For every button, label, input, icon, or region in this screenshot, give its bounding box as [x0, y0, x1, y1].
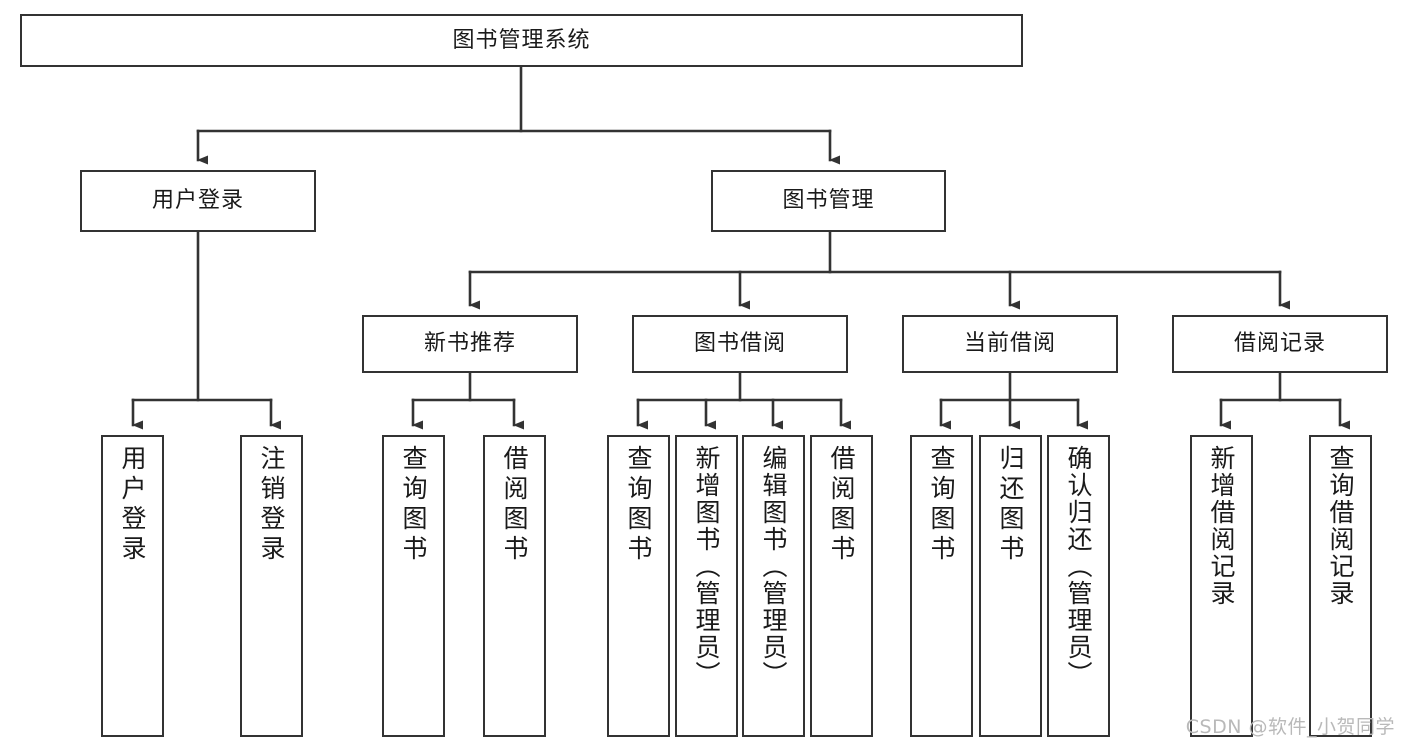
watermark: CSDN @软件_小贺同学 [1185, 716, 1395, 738]
leaf-add-book-admin[interactable]: 新增图书（管理员） [675, 435, 738, 737]
leaf-borrow-book-label: 借阅图书 [827, 445, 856, 565]
leaf-query-book-recommend[interactable]: 查询图书 [382, 435, 445, 737]
leaf-edit-book-admin[interactable]: 编辑图书（管理员） [742, 435, 805, 737]
leaf-query-borrow-record[interactable]: 查询借阅记录 [1309, 435, 1372, 737]
node-new-book-recommend[interactable]: 新书推荐 [362, 315, 578, 373]
leaf-logout-label: 注销登录 [257, 445, 286, 565]
leaf-query-book-current-label: 查询图书 [927, 445, 956, 565]
node-book-borrow-label: 图书借阅 [693, 331, 786, 357]
leaf-logout[interactable]: 注销登录 [240, 435, 303, 737]
node-root-label: 图书管理系统 [452, 27, 591, 53]
node-user-login-label: 用户登录 [151, 188, 244, 214]
node-borrow-record[interactable]: 借阅记录 [1172, 315, 1388, 373]
leaf-query-book-borrow[interactable]: 查询图书 [607, 435, 670, 737]
node-user-login[interactable]: 用户登录 [80, 170, 316, 232]
node-root[interactable]: 图书管理系统 [20, 14, 1023, 67]
leaf-edit-book-admin-label: 编辑图书（管理员） [759, 445, 788, 688]
leaf-query-borrow-record-label: 查询借阅记录 [1326, 445, 1355, 607]
node-book-management[interactable]: 图书管理 [711, 170, 946, 232]
leaf-query-book-recommend-label: 查询图书 [399, 445, 428, 565]
leaf-borrow-book[interactable]: 借阅图书 [810, 435, 873, 737]
leaf-query-book-borrow-label: 查询图书 [624, 445, 653, 565]
node-current-borrow[interactable]: 当前借阅 [902, 315, 1118, 373]
leaf-user-login[interactable]: 用户登录 [101, 435, 164, 737]
leaf-add-book-admin-label: 新增图书（管理员） [692, 445, 721, 688]
leaf-return-book-label: 归还图书 [996, 445, 1025, 565]
leaf-query-book-current[interactable]: 查询图书 [910, 435, 973, 737]
node-book-borrow[interactable]: 图书借阅 [632, 315, 848, 373]
leaf-user-login-label: 用户登录 [118, 445, 147, 565]
leaf-confirm-return-admin-label: 确认归还（管理员） [1064, 445, 1093, 688]
leaf-add-borrow-record[interactable]: 新增借阅记录 [1190, 435, 1253, 737]
node-new-book-recommend-label: 新书推荐 [423, 331, 516, 357]
leaf-borrow-book-recommend-label: 借阅图书 [500, 445, 529, 565]
leaf-add-borrow-record-label: 新增借阅记录 [1207, 445, 1236, 607]
leaf-borrow-book-recommend[interactable]: 借阅图书 [483, 435, 546, 737]
node-borrow-record-label: 借阅记录 [1233, 331, 1326, 357]
leaf-return-book[interactable]: 归还图书 [979, 435, 1042, 737]
leaf-confirm-return-admin[interactable]: 确认归还（管理员） [1047, 435, 1110, 737]
node-book-management-label: 图书管理 [782, 188, 875, 214]
node-current-borrow-label: 当前借阅 [963, 331, 1056, 357]
